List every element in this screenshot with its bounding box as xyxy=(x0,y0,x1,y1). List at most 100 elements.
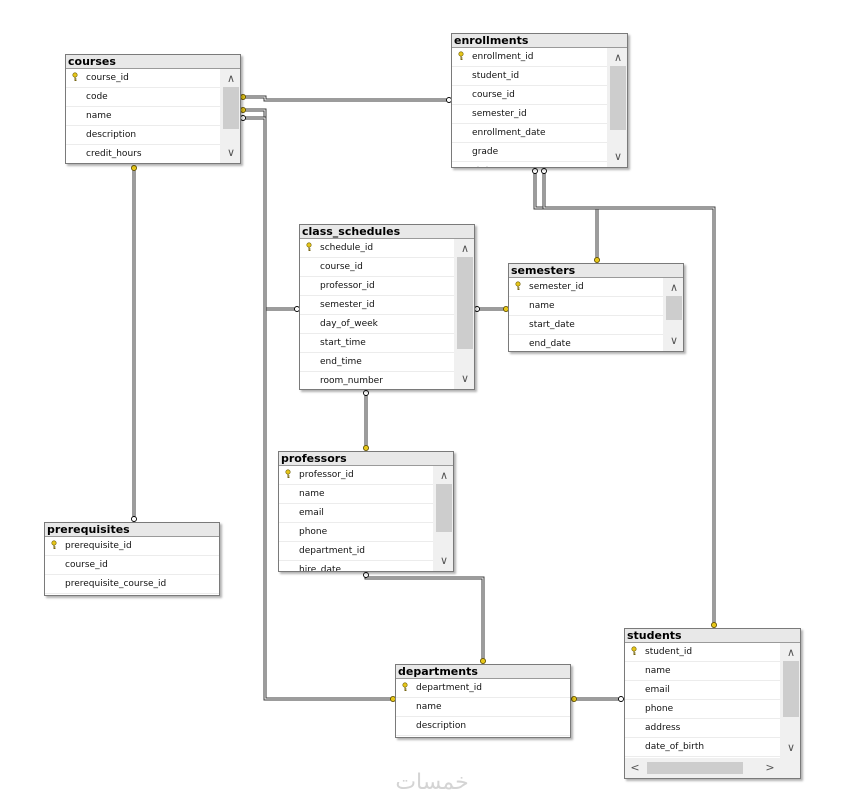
column-row[interactable]: end_time xyxy=(300,353,454,372)
scroll-down-icon[interactable]: ∨ xyxy=(613,150,623,163)
scroll-down-icon[interactable]: ∨ xyxy=(786,741,796,754)
column-row[interactable]: professor_id xyxy=(300,277,454,296)
column-row[interactable]: enrollment_id xyxy=(452,48,607,67)
column-row[interactable]: day_of_week xyxy=(300,315,454,334)
column-row[interactable]: name xyxy=(279,485,433,504)
column-row[interactable]: student_id xyxy=(452,67,607,86)
column-name: email xyxy=(299,508,324,518)
table-title[interactable]: students xyxy=(625,629,800,643)
scroll-left-icon[interactable]: < xyxy=(630,761,640,774)
column-row[interactable]: prerequisite_course_id xyxy=(45,575,219,594)
table-title[interactable]: enrollments xyxy=(452,34,627,48)
column-row[interactable]: semester_id xyxy=(300,296,454,315)
vertical-scrollbar[interactable]: ∧∨ xyxy=(454,239,474,389)
column-row[interactable]: email xyxy=(625,681,780,700)
column-row[interactable]: course_id xyxy=(452,86,607,105)
column-row[interactable]: start_date xyxy=(509,316,663,335)
scroll-thumb[interactable] xyxy=(436,484,452,532)
scroll-up-icon[interactable]: ∧ xyxy=(786,646,796,659)
scroll-down-icon[interactable]: ∨ xyxy=(439,554,449,567)
relationship-students-departments[interactable] xyxy=(571,696,624,703)
table-title[interactable]: semesters xyxy=(509,264,683,278)
table-title[interactable]: professors xyxy=(279,452,453,466)
scroll-down-icon[interactable]: ∨ xyxy=(669,334,679,347)
table-title[interactable]: departments xyxy=(396,665,570,679)
column-row[interactable]: course_id xyxy=(66,69,220,88)
relationship-enrollments-students[interactable] xyxy=(541,168,718,629)
column-row[interactable]: student_id xyxy=(625,643,780,662)
relationship-class_schedules-professors[interactable] xyxy=(362,390,369,451)
scroll-thumb[interactable] xyxy=(666,296,682,320)
column-row[interactable]: grade xyxy=(452,143,607,162)
relationship-class_schedules-courses[interactable] xyxy=(239,107,300,312)
scroll-up-icon[interactable]: ∧ xyxy=(226,72,236,85)
table-title[interactable]: class_schedules xyxy=(300,225,474,239)
column-row[interactable]: address xyxy=(625,719,780,738)
relationship-class_schedules-semesters[interactable] xyxy=(474,305,509,312)
relationship-prerequisites-courses[interactable] xyxy=(130,164,137,522)
column-row[interactable]: date_of_birth xyxy=(625,738,780,757)
column-row[interactable]: department_id xyxy=(279,542,433,561)
column-row[interactable]: credit_hours xyxy=(66,145,220,163)
column-row[interactable]: prerequisite_id xyxy=(45,537,219,556)
column-name: end_time xyxy=(320,357,362,367)
scroll-thumb[interactable] xyxy=(610,66,626,130)
column-row[interactable]: hire_date xyxy=(279,561,433,571)
scroll-up-icon[interactable]: ∧ xyxy=(669,281,679,294)
column-row[interactable]: name xyxy=(66,107,220,126)
column-row[interactable]: course_id xyxy=(300,258,454,277)
column-row[interactable]: phone xyxy=(279,523,433,542)
column-row[interactable]: semester_id xyxy=(509,278,663,297)
column-row[interactable]: professor_id xyxy=(279,466,433,485)
vertical-scrollbar[interactable]: ∧∨ xyxy=(607,48,627,167)
column-row[interactable]: department_id xyxy=(396,679,570,698)
scroll-up-icon[interactable]: ∧ xyxy=(460,242,470,255)
vertical-scrollbar[interactable]: ∧∨ xyxy=(780,643,800,758)
column-row[interactable]: phone xyxy=(625,700,780,719)
scroll-thumb[interactable] xyxy=(647,762,743,774)
column-row[interactable]: code xyxy=(66,88,220,107)
scroll-down-icon[interactable]: ∨ xyxy=(460,372,470,385)
table-title[interactable]: courses xyxy=(66,55,240,69)
horizontal-scrollbar[interactable]: <> xyxy=(625,758,800,778)
column-row[interactable]: description xyxy=(66,126,220,145)
key-end-icon xyxy=(239,107,246,114)
column-row[interactable]: name xyxy=(625,662,780,681)
scroll-right-icon[interactable]: > xyxy=(765,761,775,774)
relationship-professors-departments[interactable] xyxy=(363,572,486,665)
vertical-scrollbar[interactable]: ∧∨ xyxy=(220,69,240,163)
table-title[interactable]: prerequisites xyxy=(45,523,219,537)
scroll-up-icon[interactable]: ∧ xyxy=(439,469,449,482)
column-row[interactable]: name xyxy=(396,698,570,717)
column-row[interactable]: status xyxy=(452,162,607,167)
column-row[interactable]: room_number xyxy=(300,372,454,389)
scroll-thumb[interactable] xyxy=(223,87,239,129)
column-row[interactable]: course_id xyxy=(45,556,219,575)
column-row[interactable]: schedule_id xyxy=(300,239,454,258)
vertical-scrollbar[interactable]: ∧∨ xyxy=(433,466,453,571)
vertical-scrollbar[interactable]: ∧∨ xyxy=(663,278,683,351)
column-row[interactable]: end_date xyxy=(509,335,663,351)
scroll-up-icon[interactable]: ∧ xyxy=(613,51,623,64)
scroll-down-icon[interactable]: ∨ xyxy=(226,146,236,159)
column-name: phone xyxy=(299,527,328,537)
relationship-courses-departments[interactable] xyxy=(240,115,396,703)
column-row[interactable]: name xyxy=(509,297,663,316)
scroll-thumb[interactable] xyxy=(457,257,473,349)
column-row[interactable]: enrollment_date xyxy=(452,124,607,143)
column-row[interactable]: description xyxy=(396,717,570,736)
column-row[interactable]: email xyxy=(279,504,433,523)
relationship-enrollments-courses[interactable] xyxy=(239,94,452,103)
scroll-thumb[interactable] xyxy=(783,661,799,717)
column-row[interactable]: start_time xyxy=(300,334,454,353)
column-row[interactable]: semester_id xyxy=(452,105,607,124)
